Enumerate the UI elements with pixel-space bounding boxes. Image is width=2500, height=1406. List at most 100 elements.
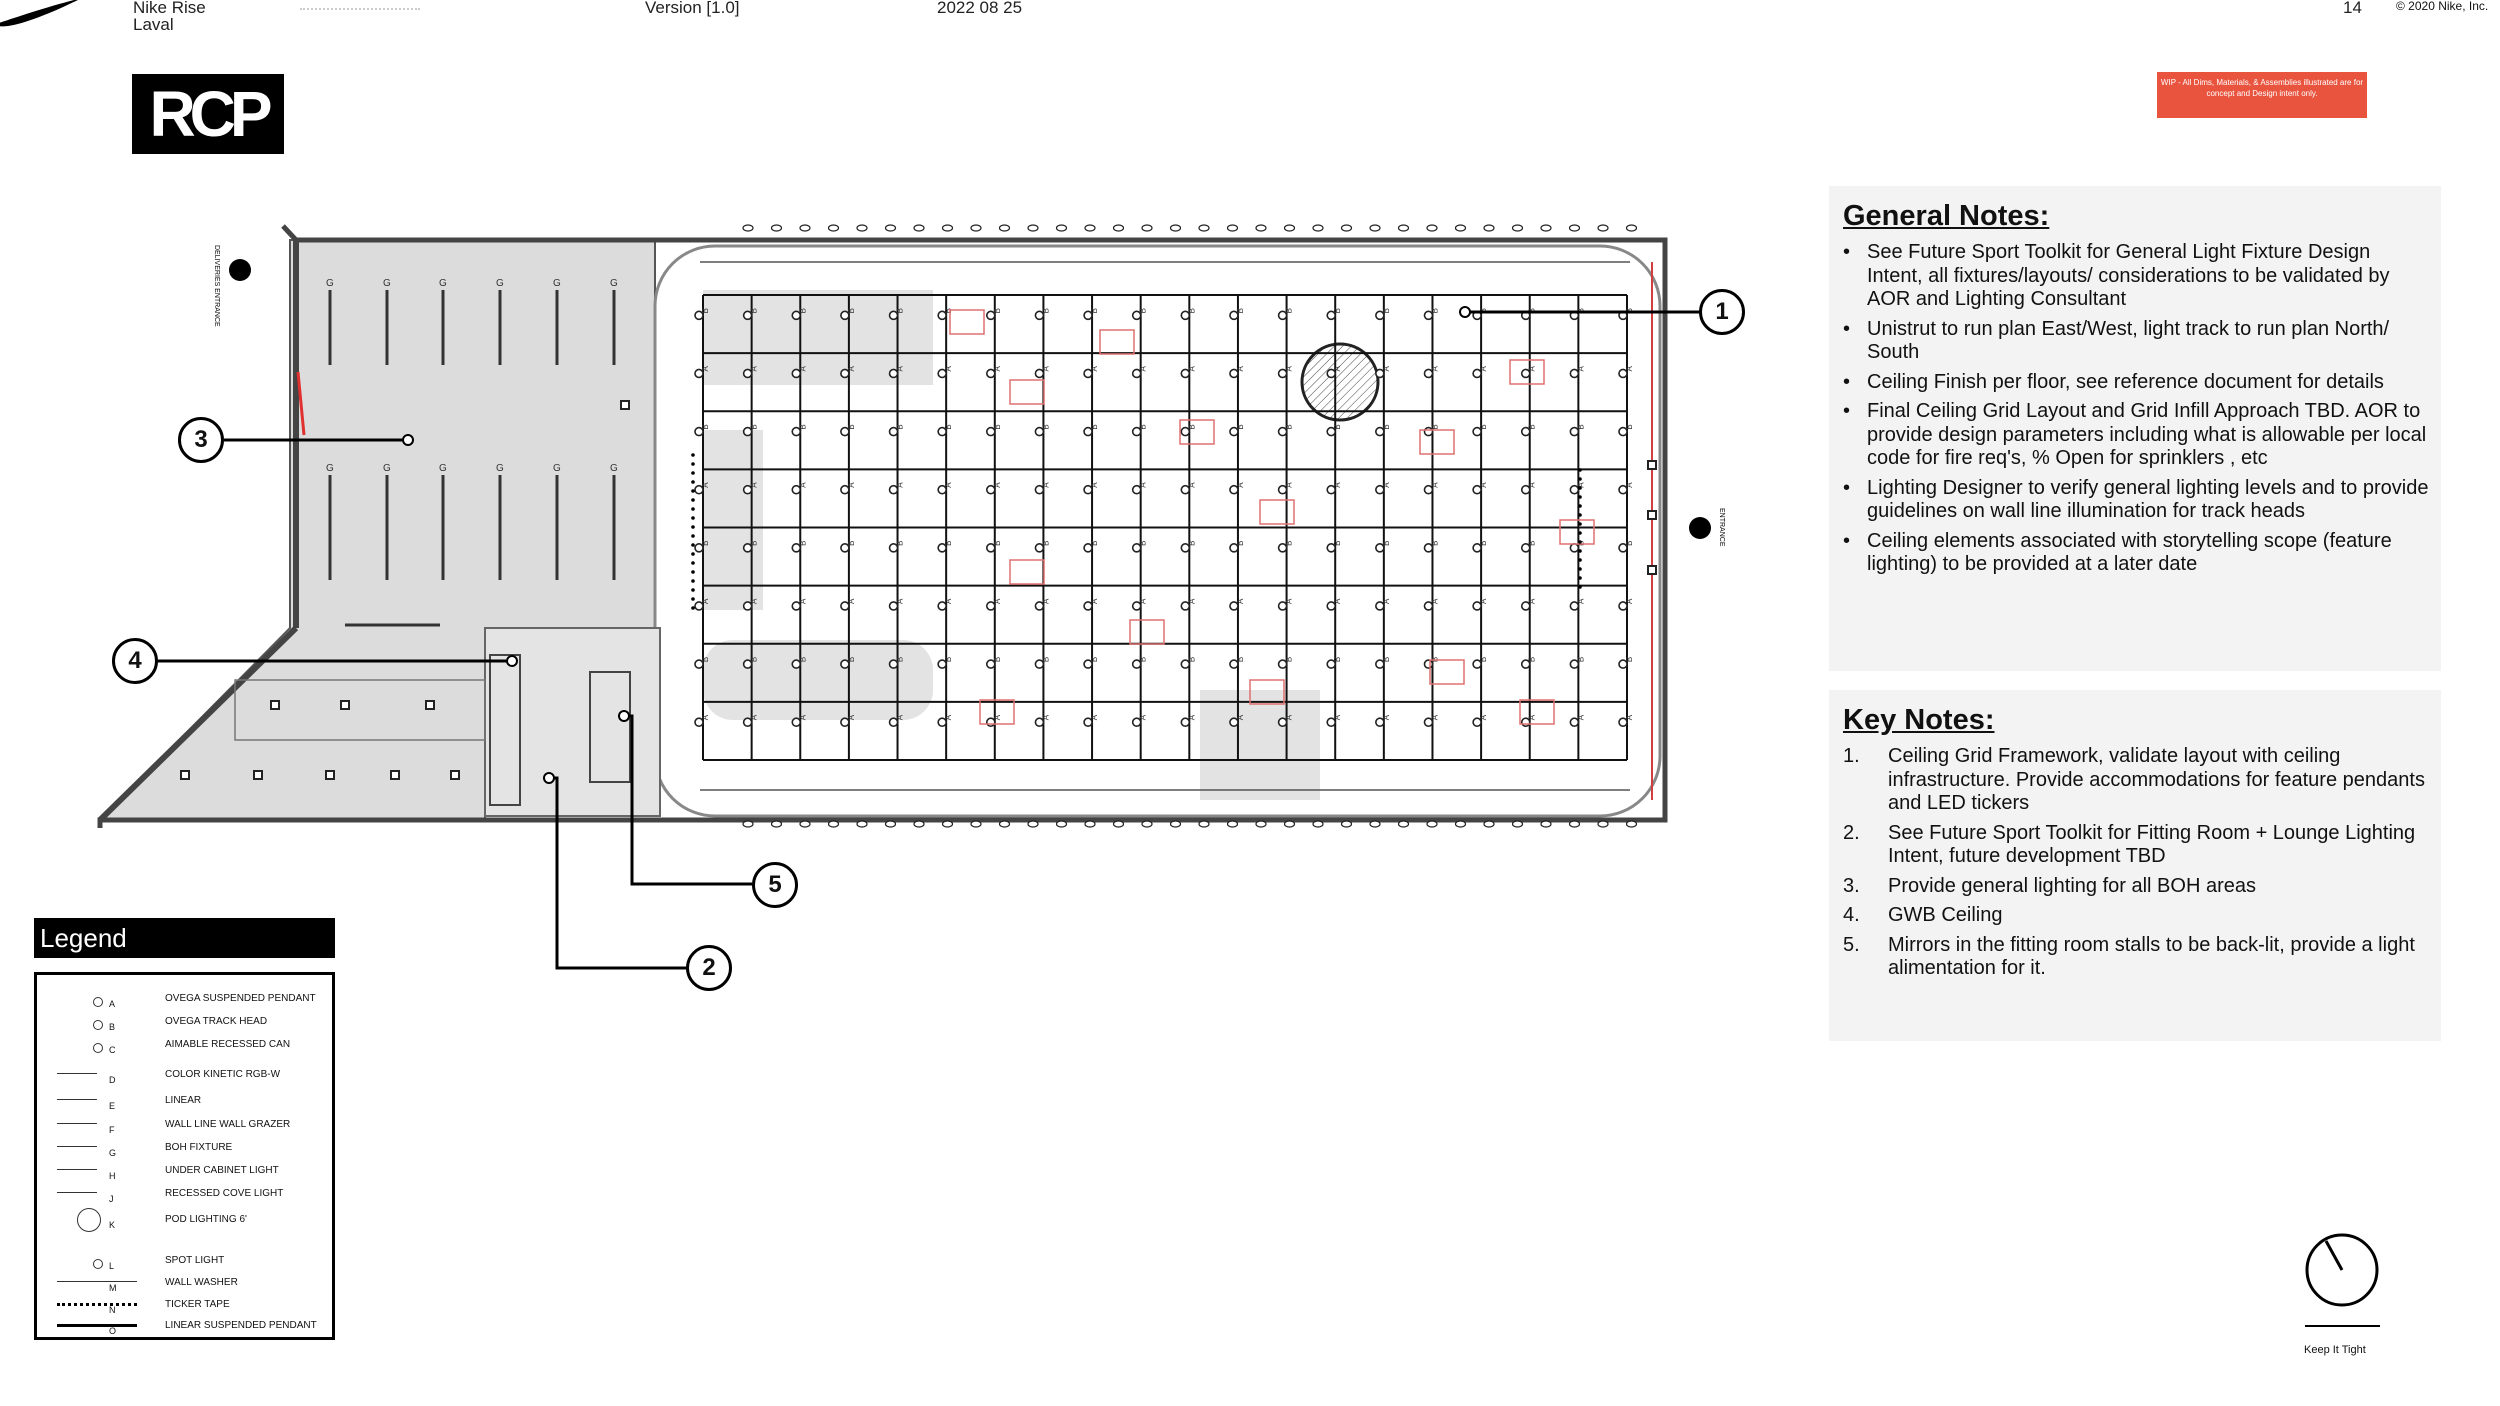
fixture-tag: G	[383, 463, 391, 474]
key-note-number: 4.	[1843, 904, 1860, 926]
track-head-symbol	[694, 484, 704, 495]
perimeter-fixture-d	[1454, 820, 1467, 828]
fixture-tag: A	[1528, 598, 1537, 604]
track-head-symbol	[937, 543, 947, 553]
fixture-tag: B	[750, 424, 759, 429]
ticker-tape-n	[1578, 540, 1582, 544]
track-head-symbol	[1326, 659, 1337, 669]
track-head-symbol	[1131, 543, 1142, 553]
fixture-tag: A	[896, 482, 905, 488]
perimeter-fixture-d	[1312, 820, 1324, 828]
fixture-tag: B	[1187, 308, 1196, 313]
fixture-tag: A	[1382, 482, 1391, 488]
fixture-tag: B	[944, 424, 953, 429]
copyright: © 2020 Nike, Inc.	[2396, 0, 2489, 13]
track-head-symbol	[742, 543, 753, 553]
track-head-symbol	[985, 426, 996, 437]
legend-item: LINEAR	[165, 1095, 202, 1106]
track-head-symbol	[1472, 484, 1482, 495]
fixture-tag: A	[944, 482, 953, 488]
legend-line	[57, 1324, 137, 1327]
track-head-symbol	[1423, 310, 1434, 321]
track-head-symbol	[791, 426, 802, 437]
key-note-text: Provide general lighting for all BOH are…	[1888, 874, 2256, 897]
track-head-symbol	[1180, 368, 1191, 379]
track-head-symbol	[1277, 601, 1288, 611]
legend-symbol: N	[109, 1305, 116, 1315]
ticker-tape-n	[691, 552, 695, 556]
track-head-symbol	[1569, 484, 1580, 495]
fixture-tag: B	[1528, 657, 1537, 662]
perimeter-fixture-d	[799, 820, 811, 828]
legend-line	[57, 1099, 97, 1100]
recessed-can-c	[325, 770, 335, 780]
track-head-symbol	[1520, 659, 1531, 669]
legend-symbol: L	[109, 1261, 115, 1271]
fixture-tag: A	[798, 482, 807, 488]
fixture-tag: A	[1479, 365, 1488, 371]
perimeter-fixture-d	[827, 224, 840, 232]
track-head-symbol	[1375, 717, 1385, 728]
track-head-symbol	[1034, 601, 1045, 611]
perimeter-fixture-d	[1055, 224, 1068, 232]
ticker-tape-n	[691, 543, 695, 547]
fixture-tag: A	[1382, 714, 1391, 720]
track-head-symbol	[1083, 659, 1093, 669]
perimeter-fixture-d	[884, 820, 897, 828]
fixture-tag: B	[896, 308, 905, 313]
fixture-tag: A	[1382, 598, 1391, 604]
key-note-text: Mirrors in the fitting room stalls to be…	[1888, 933, 2415, 980]
fixture-tag: B	[1528, 541, 1537, 546]
fixture-tag: A	[993, 482, 1002, 488]
fixture-tag: B	[701, 541, 710, 546]
fixture-tag: B	[1285, 424, 1294, 429]
track-head-symbol	[1229, 717, 1239, 728]
track-head-symbol	[1569, 601, 1580, 611]
track-head-symbol	[1083, 601, 1093, 611]
track-head-symbol	[1326, 484, 1337, 495]
grey-zone	[1200, 690, 1320, 800]
fixture-tag: A	[1625, 598, 1634, 604]
fixture-tag: B	[1479, 657, 1488, 662]
ticker-tape-n	[691, 588, 695, 592]
legend-symbol: E	[109, 1101, 116, 1111]
track-head-symbol	[791, 310, 802, 321]
track-head-symbol	[1618, 426, 1628, 437]
perimeter-fixture-d	[1483, 224, 1495, 232]
fixture-tag: B	[1382, 308, 1391, 313]
track-head-symbol	[1034, 310, 1045, 321]
legend-symbol: J	[109, 1194, 114, 1204]
feature-fixture-sketch	[1429, 659, 1465, 685]
perimeter-fixture-d	[1169, 224, 1182, 232]
ticker-tape-n	[1578, 576, 1582, 580]
ticker-tape-n	[691, 507, 695, 511]
fixture-tag: B	[993, 657, 1002, 662]
fixture-tag: B	[798, 541, 807, 546]
pod-lighting-k	[1300, 342, 1380, 422]
track-head-symbol	[1131, 717, 1142, 728]
track-head-symbol	[888, 484, 899, 495]
fixture-tag: A	[701, 714, 710, 720]
fixture-tag: A	[1625, 714, 1634, 720]
fixture-tag: G	[439, 278, 447, 289]
perimeter-fixture-d	[856, 224, 868, 232]
fixture-tag: A	[847, 365, 856, 371]
fixture-tag: A	[1528, 482, 1537, 488]
track-head-symbol	[840, 601, 850, 611]
track-head-symbol	[1131, 368, 1142, 379]
feature-fixture-sketch	[1249, 679, 1285, 705]
fixture-tag: B	[1236, 657, 1245, 662]
recessed-can-c	[253, 770, 263, 780]
track-head-symbol	[1034, 543, 1045, 553]
general-note-item: Lighting Designer to verify general ligh…	[1843, 477, 2429, 524]
callout-5: 5	[752, 862, 798, 908]
general-note-item: Ceiling elements associated with storyte…	[1843, 530, 2429, 577]
fixture-tag: A	[798, 714, 807, 720]
track-head-symbol	[1472, 717, 1482, 728]
legend-symbol: G	[109, 1148, 117, 1158]
perimeter-fixture-d	[1597, 820, 1609, 828]
fixture-tag: A	[1576, 714, 1585, 720]
perimeter-fixtures	[691, 224, 1638, 828]
feature-fixture-sketch	[1519, 699, 1555, 725]
fixture-tag: B	[1333, 308, 1342, 313]
